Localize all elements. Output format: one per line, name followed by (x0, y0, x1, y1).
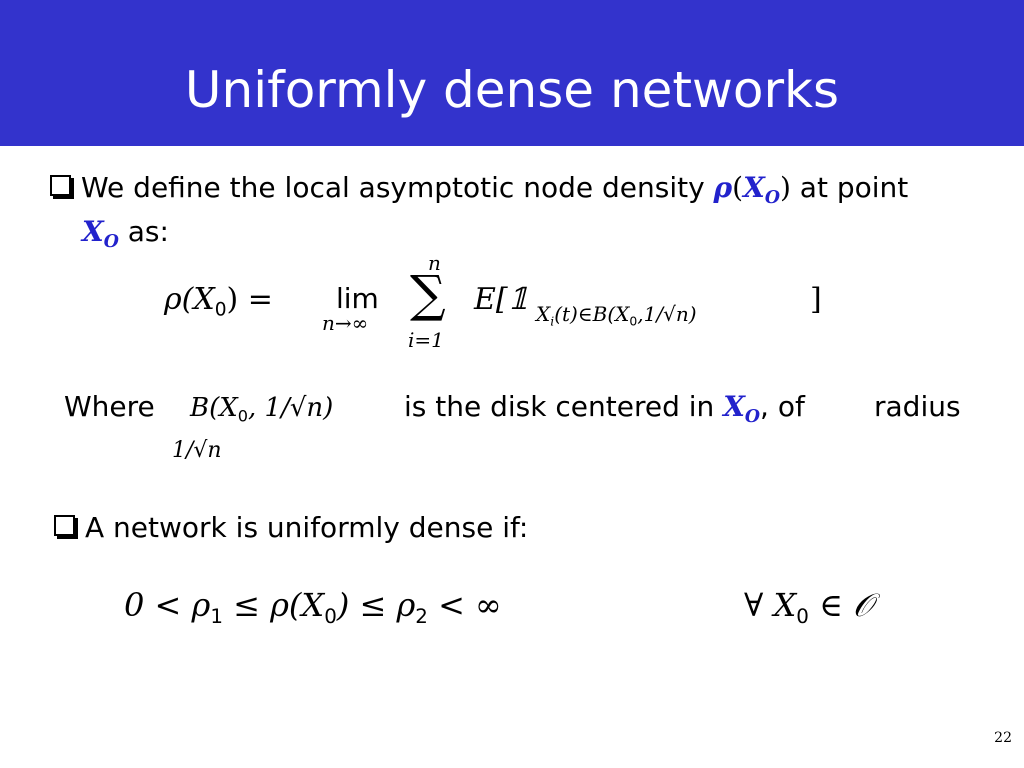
bullet-2: A network is uniformly dense if: (54, 510, 528, 546)
where-x-sub: O (744, 407, 761, 428)
eq2-forall-rest: ∈ 𝒪 (808, 586, 874, 624)
where-text: is the disk centered in XO, of (404, 389, 805, 435)
x-symbol-2: X (82, 215, 104, 248)
paren-close: ) (779, 171, 791, 204)
bullet-1-text-c: as: (118, 215, 169, 248)
checkbox-bullet-icon (50, 175, 71, 196)
bullet-1-text-a: We define the local asymptotic node dens… (81, 171, 714, 204)
disk-expr: B(X (190, 393, 238, 423)
eq1-ind-radius: ,1/√n) (637, 302, 697, 326)
eq1-sum-bottom: i=1 (408, 328, 444, 352)
eq1-lhs: ρ(X (164, 282, 215, 317)
eq2-forall-sub: 0 (796, 604, 809, 628)
radius-value: 1/√n (172, 438, 222, 463)
eq1-sum-sign: ∑ (410, 265, 446, 323)
x-symbol: X (743, 171, 765, 204)
eq1-ind-i: i (550, 313, 555, 329)
bullet-1-text-b: at point (790, 171, 909, 204)
eq1-sum-top: n (428, 251, 441, 275)
equation-forall: ∀ X0 ∈ 𝒪 (744, 585, 873, 637)
eq1-ind-x: X (536, 302, 551, 326)
page-number: 22 (994, 730, 1012, 746)
eq1-lhs-sub: 0 (214, 299, 227, 321)
where-text-b: , of (760, 390, 805, 423)
eq2-forall: ∀ X (744, 586, 797, 624)
where-x: X (723, 390, 745, 423)
equation-uniform: 0 < ρ1 ≤ ρ(X0) ≤ ρ2 < ∞ (124, 585, 502, 637)
paren-open: ( (732, 171, 744, 204)
eq1-close: ] (810, 282, 822, 317)
checkbox-bullet-icon-2 (54, 515, 75, 536)
disk-expression: B(X0, 1/√n) (190, 391, 333, 434)
rho-symbol: ρ (713, 171, 733, 204)
slide-title: Uniformly dense networks (184, 61, 840, 119)
where-text-radius: radius (874, 390, 961, 423)
eq1-lim-sub: n→∞ (322, 311, 369, 335)
eq2-b: ≤ ρ(X (222, 586, 325, 624)
eq1-lhs-close: ) = (226, 282, 273, 317)
where-label: Where (64, 390, 155, 423)
bullet-1-line-2: XO as: (82, 214, 169, 260)
x-sub: O (764, 188, 780, 209)
x-sub-2: O (103, 232, 119, 253)
disk-sub: 0 (237, 406, 249, 426)
eq2-b-sub: 0 (324, 604, 337, 628)
eq2-c: ) ≤ ρ (336, 586, 416, 624)
title-bar (0, 0, 1024, 146)
bullet-2-text: A network is uniformly dense if: (85, 511, 529, 544)
disk-rest: , 1/√n) (248, 393, 334, 423)
where-text-a: is the disk centered in (404, 390, 715, 423)
eq2-a: 0 < ρ (124, 586, 211, 624)
eq1-expect: E[𝟙 (474, 282, 529, 317)
eq1-ind-b: (t)∈B(X (554, 302, 630, 326)
eq1-ind-0: 0 (629, 313, 638, 329)
eq2-c-sub: 2 (415, 604, 428, 628)
eq2-a-sub: 1 (210, 604, 223, 628)
eq1-lim: lim (336, 282, 379, 315)
eq2-d: < ∞ (427, 586, 502, 624)
bullet-1: We define the local asymptotic node dens… (50, 170, 908, 216)
